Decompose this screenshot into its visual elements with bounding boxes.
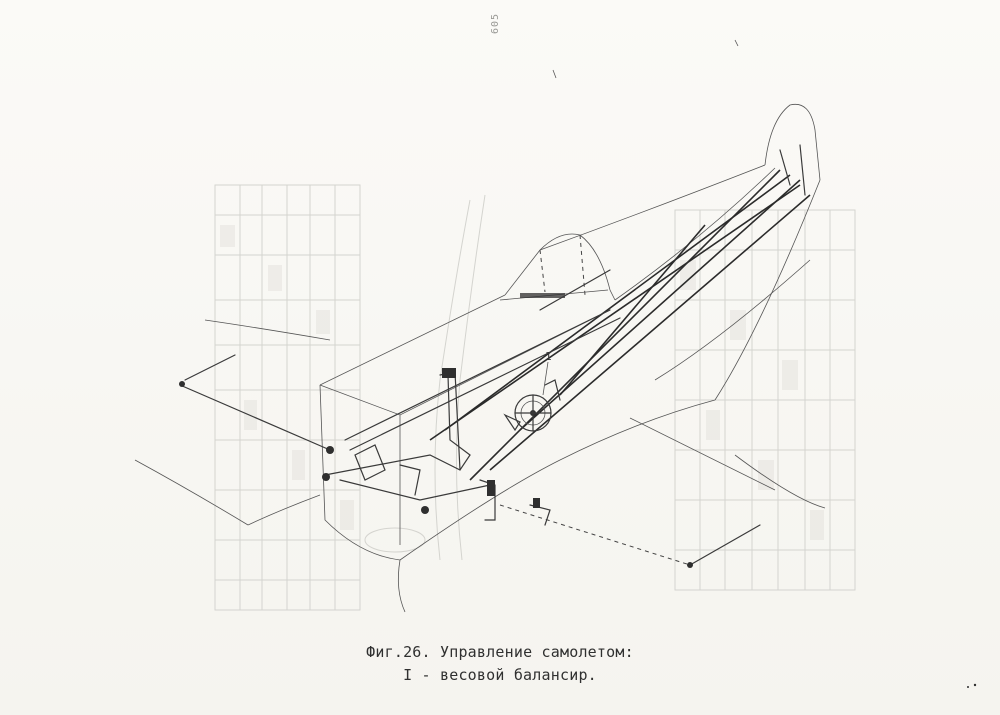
- control-stick-assembly: [322, 368, 491, 514]
- aileron-linkage: [179, 354, 761, 568]
- bleed-through-table-left: [214, 184, 361, 611]
- figure-caption-line1: Фиг.26. Управление самолетом:: [366, 643, 634, 661]
- control-cables: [344, 144, 811, 481]
- left-wing-outline: [134, 319, 331, 526]
- bleed-through-propeller: [364, 194, 486, 561]
- fuselage-outline: [319, 103, 821, 613]
- callout-label: 1: [545, 350, 552, 363]
- horizontal-tail-outline: [629, 259, 826, 509]
- rudder-pedal-assembly: [479, 479, 551, 526]
- weight-balancer-callout: 1: [542, 350, 552, 396]
- figure-caption-line2: I - весовой балансир.: [403, 666, 597, 684]
- trim-wheel: [503, 379, 561, 432]
- stray-marks: [552, 39, 977, 688]
